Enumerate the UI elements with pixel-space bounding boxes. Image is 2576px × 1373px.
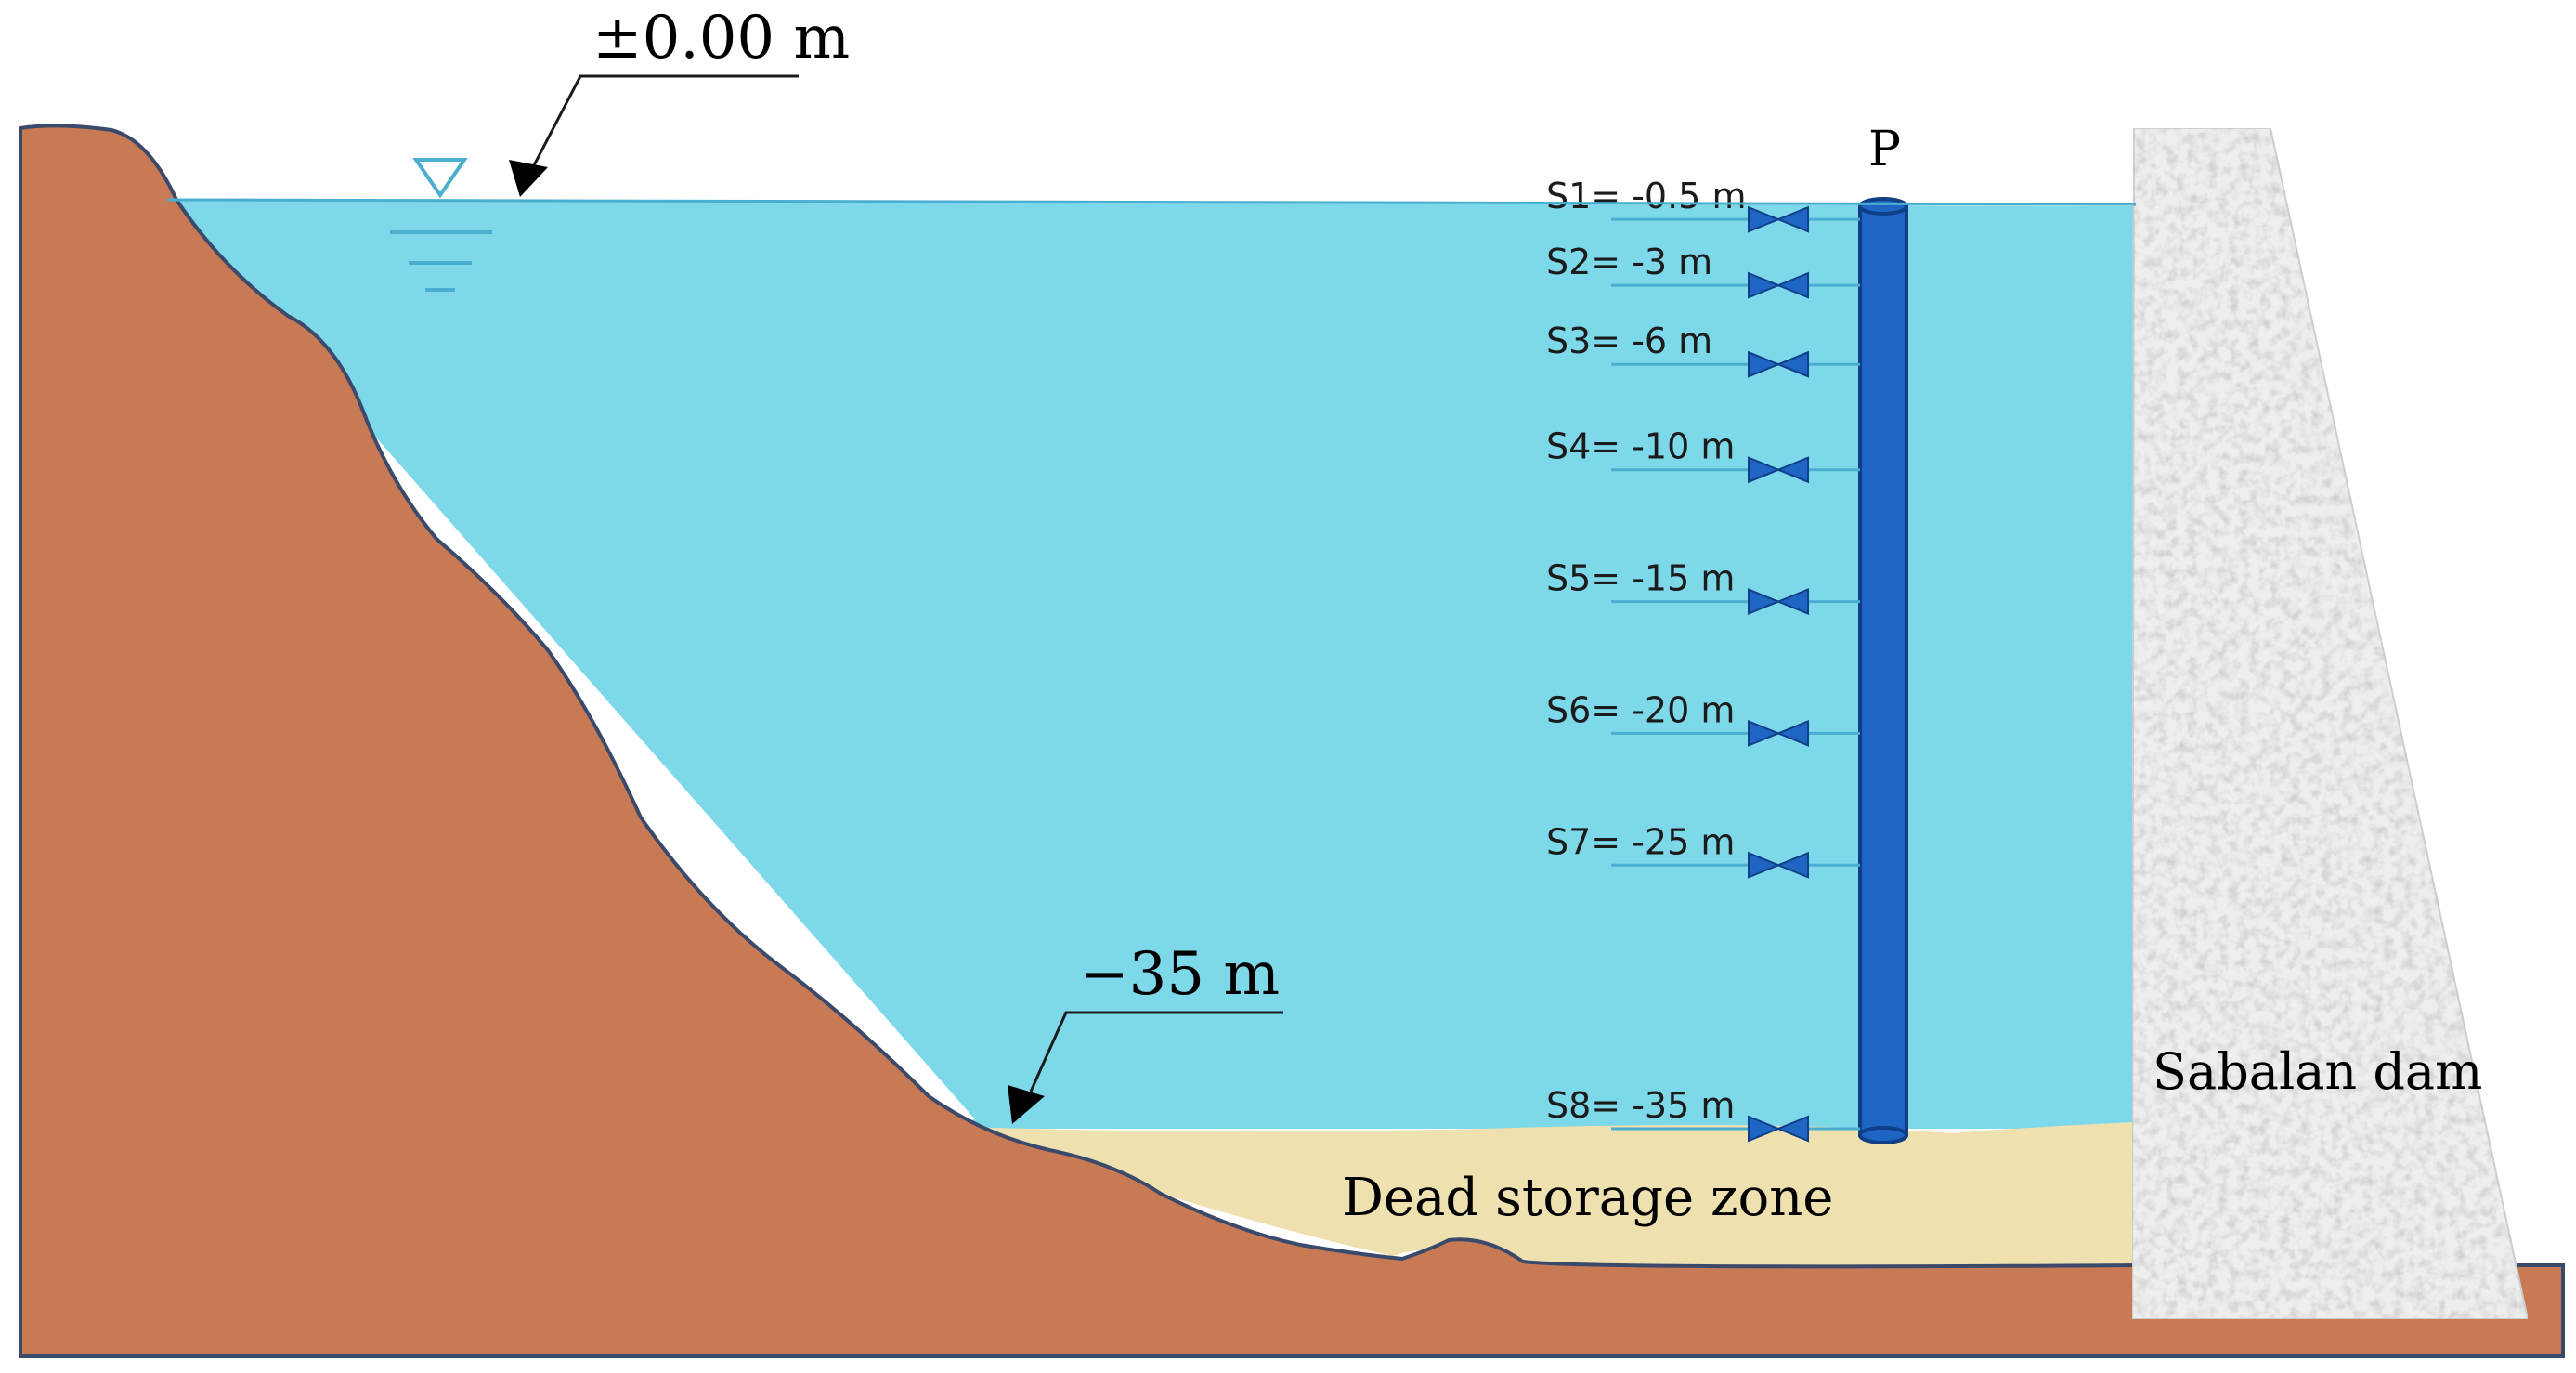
valve-icon: [1748, 271, 1809, 299]
water-surface-line: [166, 198, 2137, 206]
sampling-point: S4= -10 m: [1546, 426, 1860, 484]
dead-storage-zone: [966, 1122, 2136, 1269]
sampling-points: S1= -0.5 m S2= -3 m S3= -6 m S4= -10 m S5= -…: [1546, 176, 1860, 1143]
surface-level-callout: [509, 74, 799, 197]
valve-icon: [1748, 719, 1809, 747]
valve-icon: [1748, 588, 1809, 616]
valve-icon: [1748, 456, 1809, 484]
pipe-label: P: [1868, 122, 1901, 177]
sampling-point-label: S8= -35 m: [1546, 1085, 1735, 1126]
sampling-point-label: S2= -3 m: [1546, 242, 1712, 282]
sampling-pipe: [1858, 197, 1908, 1144]
reservoir-water: [167, 200, 2136, 1129]
water-level-triangle-icon: [412, 158, 468, 199]
sampling-point: S5= -15 m: [1546, 558, 1860, 616]
valve-icon: [1748, 851, 1809, 879]
dead-storage-label: Dead storage zone: [1342, 1168, 1833, 1228]
valve-icon: [1748, 205, 1809, 233]
sampling-point: S7= -25 m: [1546, 821, 1860, 879]
sampling-point: S2= -3 m: [1546, 242, 1860, 299]
valve-icon: [1748, 1115, 1809, 1143]
sampling-point: S3= -6 m: [1546, 320, 1860, 378]
water-level-symbol: [390, 158, 492, 292]
sampling-point-label: S1= -0.5 m: [1546, 176, 1746, 216]
valve-icon: [1748, 350, 1809, 378]
sampling-point-label: S3= -6 m: [1546, 320, 1712, 361]
bottom-level-label: −35 m: [1079, 940, 1280, 1009]
terrain-bank: [19, 124, 2565, 1358]
sampling-point: S1= -0.5 m: [1546, 176, 1860, 233]
sampling-point-label: S4= -10 m: [1546, 426, 1735, 467]
sampling-point-label: S7= -25 m: [1546, 821, 1735, 862]
sampling-point-label: S6= -20 m: [1546, 689, 1735, 730]
sabalan-dam: [2130, 127, 2530, 1320]
sampling-point-label: S5= -15 m: [1546, 558, 1735, 599]
surface-level-label: ±0.00 m: [592, 4, 850, 72]
surface-arrow-icon: [509, 160, 548, 197]
sampling-point: S6= -20 m: [1546, 689, 1860, 747]
bottom-level-callout: [1008, 1011, 1283, 1124]
dam-label: Sabalan dam: [2153, 1042, 2482, 1101]
bottom-arrow-icon: [1008, 1085, 1045, 1124]
sampling-point: S8= -35 m: [1546, 1085, 1860, 1143]
